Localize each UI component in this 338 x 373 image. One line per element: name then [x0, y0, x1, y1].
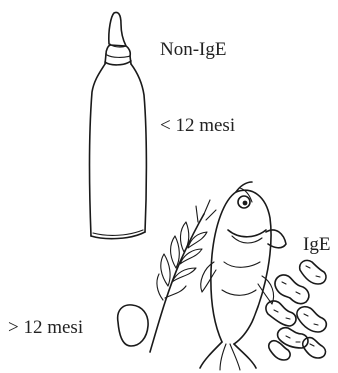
peanut-icon — [266, 260, 326, 360]
wheat-icon — [150, 200, 216, 352]
fish-icon — [200, 182, 286, 370]
baby-bottle-icon — [90, 12, 147, 238]
egg-icon — [118, 305, 148, 346]
